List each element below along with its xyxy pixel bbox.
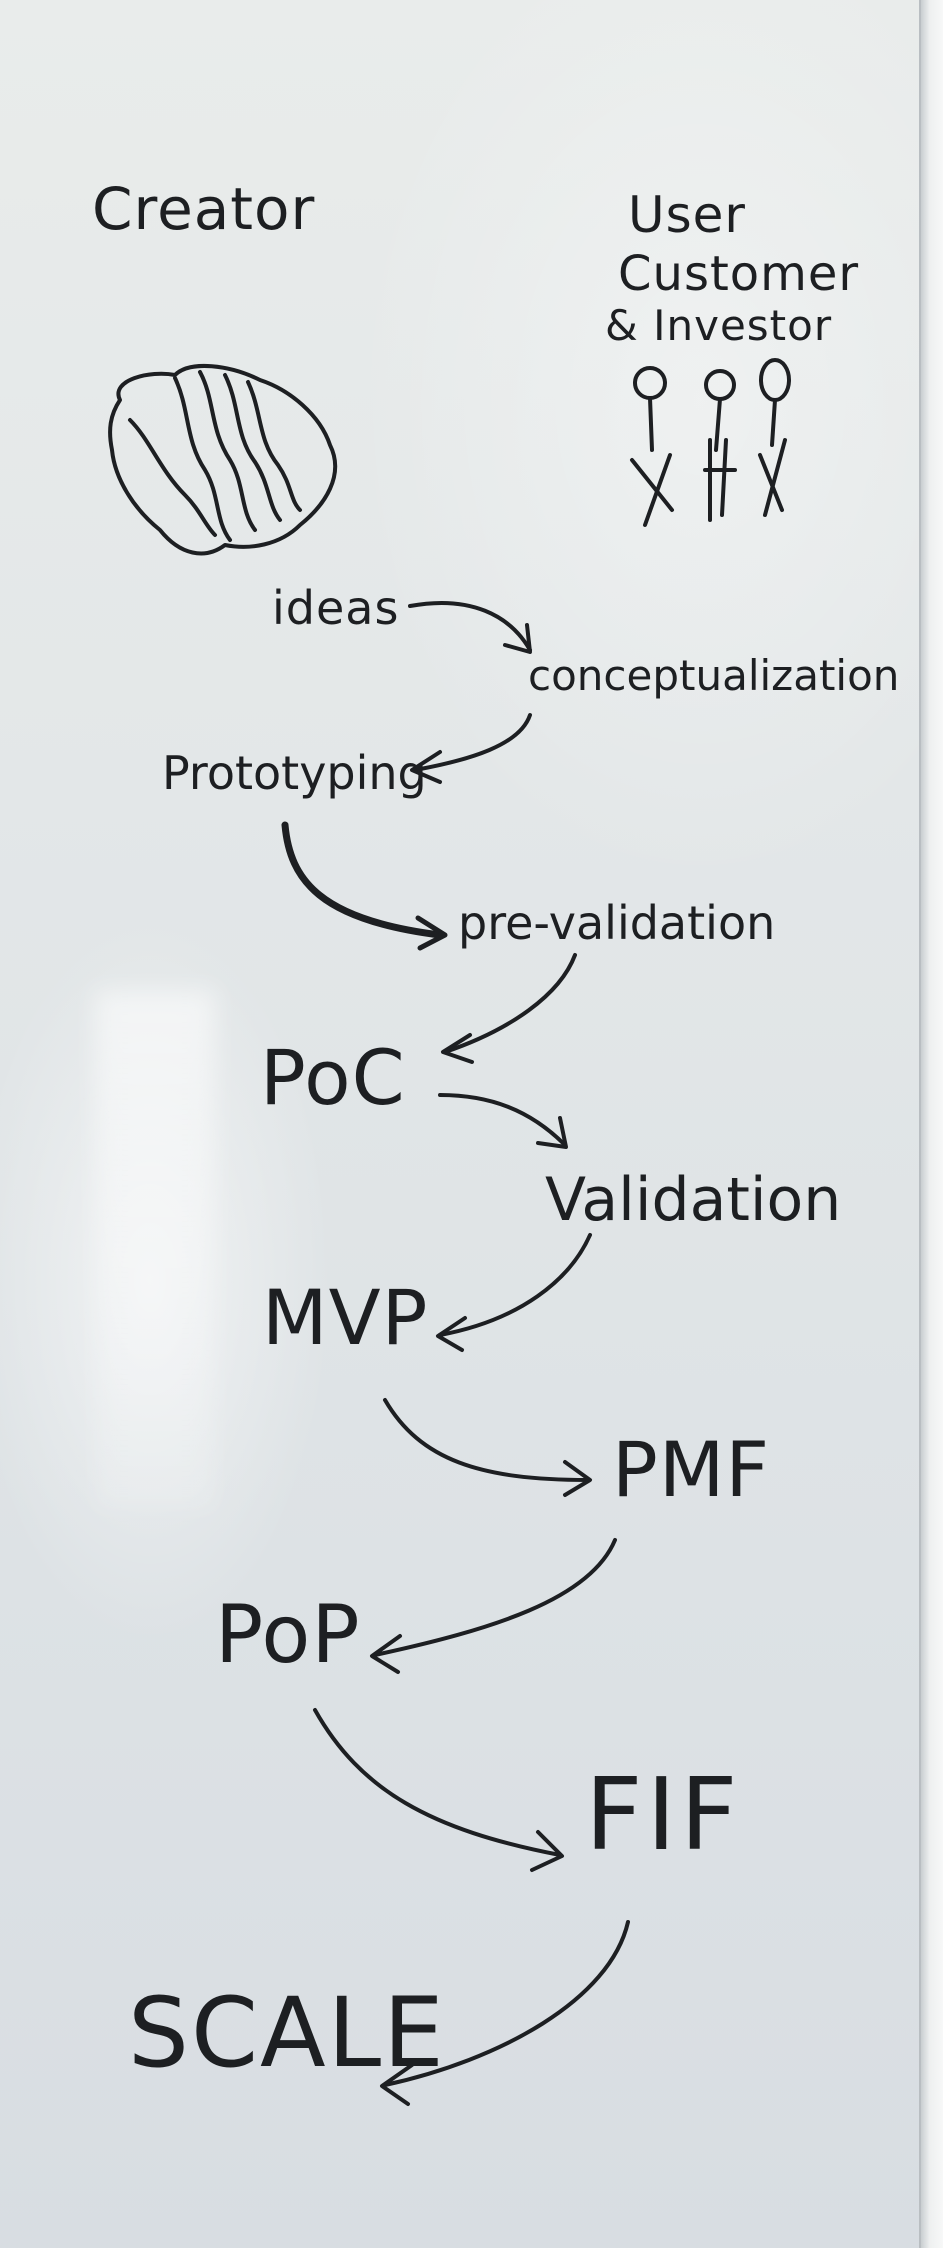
- step-pop: PoP: [215, 1588, 361, 1681]
- stick-figures-icon: [630, 358, 791, 527]
- creator-label: Creator: [92, 175, 316, 243]
- audience-label-customer: Customer: [618, 246, 860, 302]
- step-poc: PoC: [260, 1033, 406, 1122]
- whiteboard-frame-edge: [919, 0, 943, 2248]
- step-conceptualization: conceptualization: [528, 651, 900, 700]
- step-scale: SCALE: [128, 1977, 446, 2089]
- flow-arrows: [281, 601, 630, 2106]
- brain-icon: [108, 363, 338, 556]
- step-prototyping: Prototyping: [162, 746, 427, 800]
- step-pre-validation: pre-validation: [458, 896, 776, 950]
- light-reflection: [95, 990, 215, 1510]
- step-ideas: ideas: [272, 581, 400, 635]
- step-fif: FIF: [585, 1756, 742, 1873]
- audience-label-investor: & Investor: [605, 301, 833, 350]
- step-mvp: MVP: [262, 1273, 429, 1362]
- step-pmf: PMF: [612, 1425, 771, 1514]
- step-validation: Validation: [545, 1165, 842, 1235]
- audience-label-user: User: [628, 186, 746, 244]
